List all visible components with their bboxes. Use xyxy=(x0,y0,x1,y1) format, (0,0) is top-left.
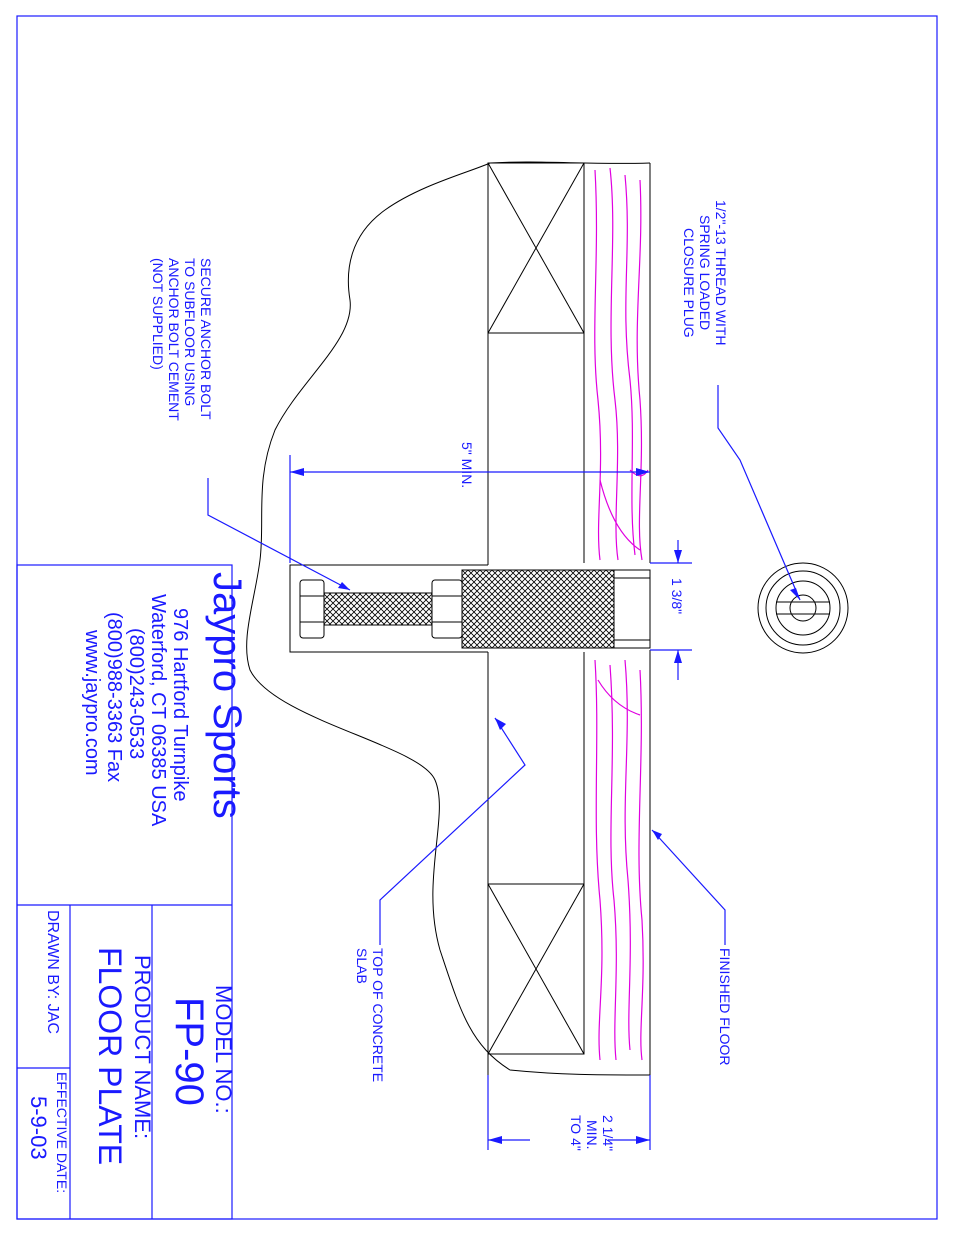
anchor-bolt-line2: TO SUBFLOOR USING xyxy=(182,258,198,406)
concrete-slab-line2: SLAB xyxy=(354,948,370,984)
model-block: MODEL NO.: FP-90 xyxy=(167,985,236,1114)
dim-min-depth: 5" MIN. xyxy=(459,442,475,488)
drawn-by: DRAWN BY: JAC xyxy=(44,910,61,1034)
company-info: Jaypro Sports 976 Hartford Turnpike Wate… xyxy=(81,572,249,827)
drawn-by-block: DRAWN BY: JAC xyxy=(44,910,61,1034)
effective-value: 5-9-03 xyxy=(26,1096,51,1160)
closure-plug-line3: CLOSURE PLUG xyxy=(681,228,697,338)
concrete-slab-leader xyxy=(379,717,526,945)
effective-date-block: EFFECTIVE DATE: 5-9-03 xyxy=(26,1072,70,1193)
dim-floor-line3: TO 4" xyxy=(568,1115,584,1151)
model-label: MODEL NO.: xyxy=(211,985,236,1114)
dim-floor-line2: MIN. xyxy=(584,1120,600,1150)
knurled-sleeve xyxy=(461,569,651,649)
dim-floor-thickness: 2 1/4" MIN. TO 4" xyxy=(568,1115,616,1151)
title-block xyxy=(16,564,233,1220)
anchor-bolt-line4: (NOT SUPPLIED) xyxy=(150,258,166,370)
anchor-bolt xyxy=(299,579,463,639)
sleeper-top xyxy=(487,162,585,334)
anchor-bolt-callout: SECURE ANCHOR BOLT TO SUBFLOOR USING ANC… xyxy=(150,258,214,421)
concrete-slab-line1: TOP OF CONCRETE xyxy=(370,948,386,1082)
company-phone: (800)243-0533 xyxy=(125,628,147,759)
closure-plug-callout: 1/2"-13 THREAD WITH SPRING LOADED CLOSUR… xyxy=(681,200,729,346)
closure-plug-icon xyxy=(757,562,849,654)
product-label: PRODUCT NAME: xyxy=(130,955,155,1139)
closure-plug-line1: 1/2"-13 THREAD WITH xyxy=(713,200,729,346)
dim-min-depth-label: 5" MIN. xyxy=(459,442,475,488)
anchor-bolt-line3: ANCHOR BOLT CEMENT xyxy=(166,258,182,421)
product-value: FLOOR PLATE xyxy=(92,947,128,1165)
anchor-pocket xyxy=(289,564,488,653)
concrete-slab-outline xyxy=(246,162,651,1076)
wood-grain-upper xyxy=(594,167,649,561)
finished-floor-label: FINISHED FLOOR xyxy=(717,948,733,1065)
anchor-bolt-line1: SECURE ANCHOR BOLT xyxy=(198,258,214,420)
company-fax: (800)988-3363 Fax xyxy=(103,612,125,782)
closure-plug-line2: SPRING LOADED xyxy=(697,215,713,330)
model-value: FP-90 xyxy=(167,997,211,1106)
company-web: www.jaypro.com xyxy=(81,629,103,776)
product-block: PRODUCT NAME: FLOOR PLATE xyxy=(92,947,155,1165)
anchor-bolt-leader xyxy=(207,478,351,591)
company-address: 976 Hartford Turnpike xyxy=(169,608,191,801)
dim-opening-label: 1 3/8" xyxy=(669,578,685,614)
concrete-slab-callout: TOP OF CONCRETE SLAB xyxy=(354,948,386,1082)
effective-label: EFFECTIVE DATE: xyxy=(54,1072,70,1193)
sleeper-bottom xyxy=(487,883,585,1055)
dim-opening: 1 3/8" xyxy=(669,578,685,614)
company-name: Jaypro Sports xyxy=(205,572,249,819)
wood-grain-lower xyxy=(594,659,644,1061)
finished-floor-leader xyxy=(651,829,726,945)
company-city: Waterford, CT 06385 USA xyxy=(147,594,169,827)
closure-plug-leader xyxy=(717,385,801,601)
finished-floor-callout: FINISHED FLOOR xyxy=(717,948,733,1065)
dim-floor-line1: 2 1/4" xyxy=(600,1115,616,1151)
